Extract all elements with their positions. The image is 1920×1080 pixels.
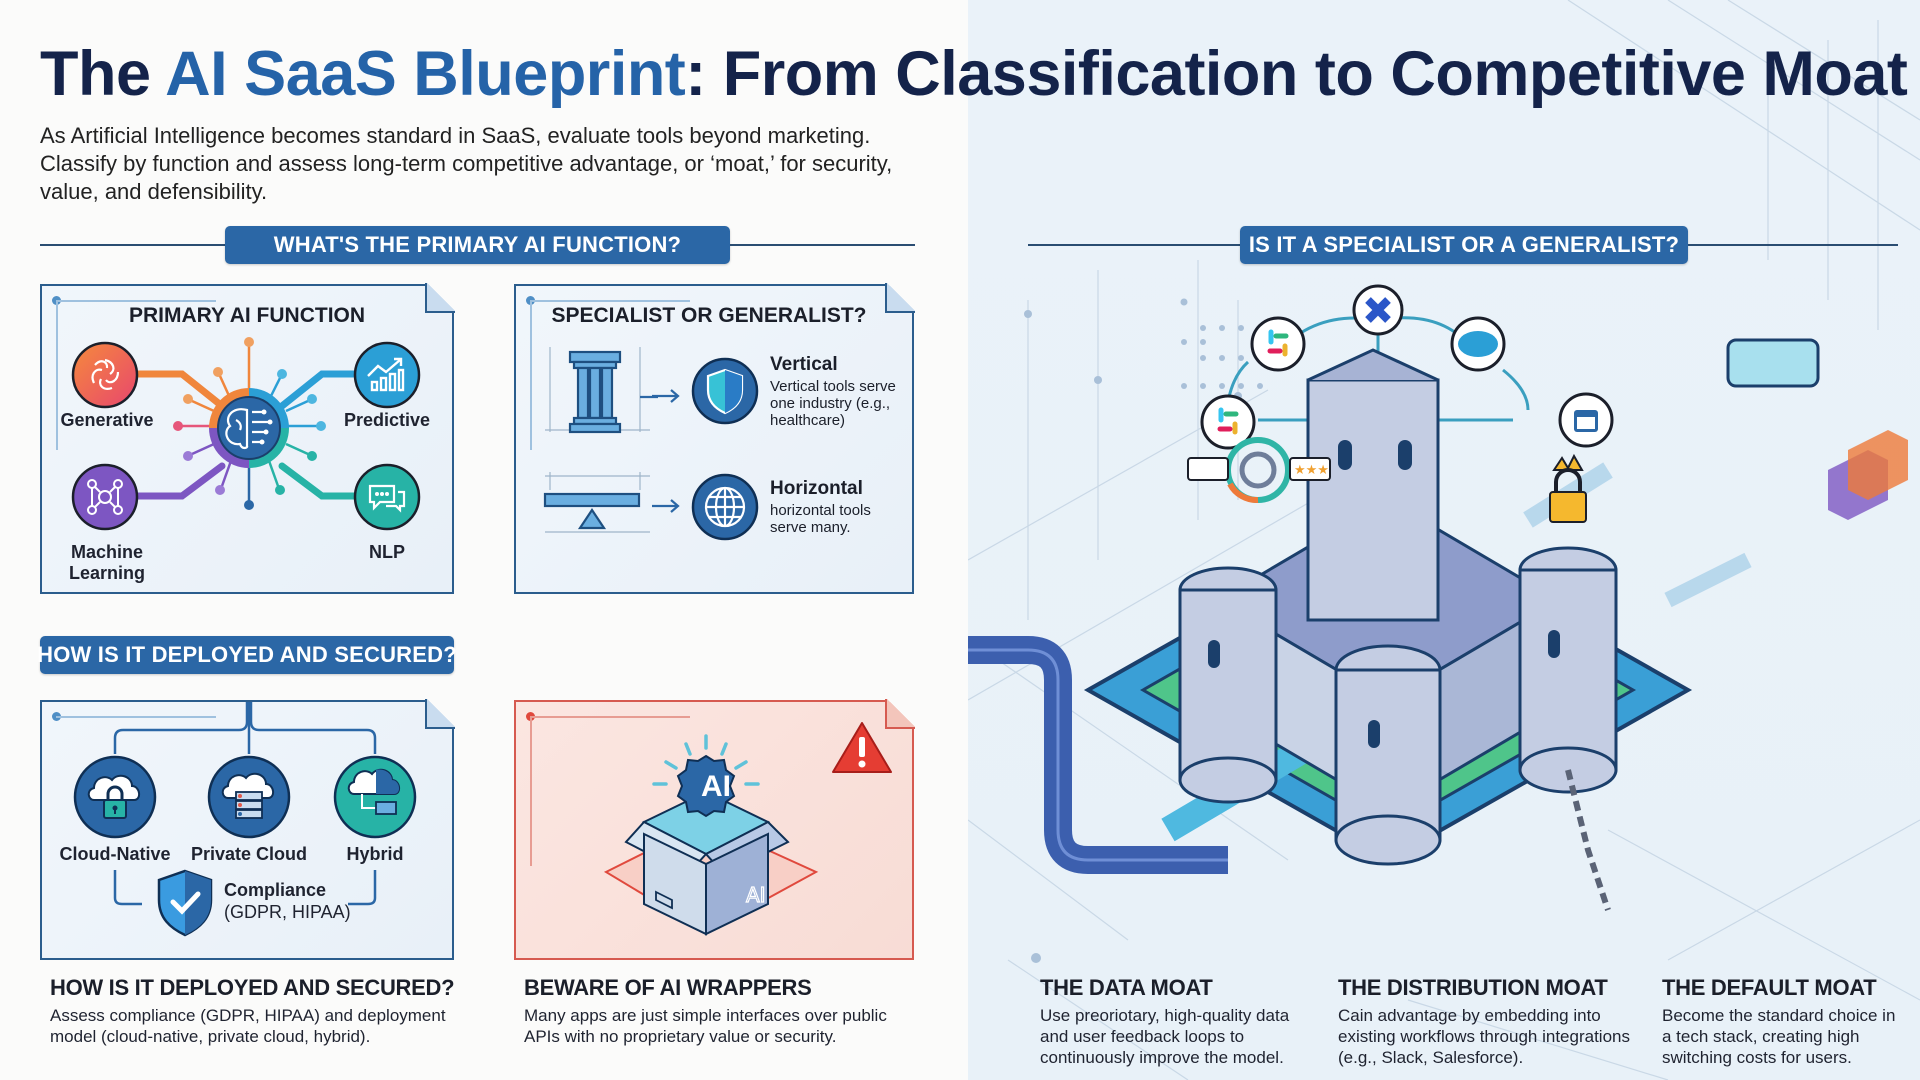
label-hybrid: Hybrid [346,844,404,864]
title-suffix: : From Classification to Competitive Moa… [685,39,1908,109]
card-title: PRIMARY AI FUNCTION [128,304,366,327]
arrow-right-icon [652,499,680,513]
trend-chart-icon [353,341,421,409]
bottom-heading-wrappers: BEWARE OF AI WRAPPERS [524,975,812,1000]
globe-icon [691,473,759,541]
shield-check-icon [157,869,213,937]
balance-icon [543,472,650,533]
corner-line [56,300,216,302]
vertical-title: Vertical [770,354,838,375]
page-fold [885,699,915,729]
corner-line [530,300,690,302]
ai-badge-label: AI [701,770,731,803]
function-connectors [128,337,374,510]
chat-bubble-icon [353,463,421,531]
slack-icon [1200,394,1256,450]
banner-specialist: IS IT A SPECIALIST OR A GENERALIST? [1240,226,1688,264]
node-label-generative: Generative [60,410,154,430]
card-title: SPECIALIST OR GENERALIST? [551,304,867,327]
divider-left [40,244,225,246]
label-cloud-native: Cloud-Native [59,844,171,864]
svg-text:AI: AI [746,883,766,907]
arrow-right-icon [652,389,680,403]
bottom-heading-data-moat: THE DATA MOAT [1040,975,1213,1000]
slack-icon [1352,284,1404,336]
open-box-icon: AI [603,734,819,936]
deployment-connectors [113,702,377,906]
feedback-loop-icon: ★★★ [1187,437,1331,504]
stacked-cube-icon [1828,430,1908,520]
ml-line-2: Learning [68,563,145,583]
corner-line [56,716,216,718]
horizontal-title: Horizontal [770,478,863,499]
node-label-nlp: NLP [369,542,405,562]
bottom-text-default-moat: Become the standard choice in a tech sta… [1662,1006,1896,1067]
bottom-heading-distribution-moat: THE DISTRIBUTION MOAT [1338,975,1608,1000]
divider-left-end [730,244,915,246]
title-accent: AI SaaS Blueprint [165,39,686,109]
warning-triangle-icon [832,722,892,773]
svg-text:★★★: ★★★ [1294,463,1329,478]
specialist-card: SPECIALIST OR GENERALIST? Vertical Verti… [514,283,915,594]
corner-line [530,716,532,866]
calendar-icon [1558,392,1614,448]
cloud-lock-icon [73,755,157,839]
cloud-hybrid-icon [333,755,417,839]
page-fold [885,283,915,313]
primary-function-card: PRIMARY AI FUNCTION [40,283,455,594]
blueprint-grid [968,0,1920,1080]
divider-right [1028,244,1240,246]
ml-line-1: Machine [70,542,144,562]
node-label-predictive: Predictive [343,410,431,430]
lock-crown-icon [1549,453,1587,523]
corner-line [530,716,690,718]
spiral-flower-icon [71,341,139,409]
pillar-icon [545,347,658,434]
ai-gear-badge [676,754,736,818]
bottom-heading-default-moat: THE DEFAULT MOAT [1662,975,1877,1000]
label-private-cloud: Private Cloud [190,844,308,864]
cloud-server-icon [207,755,291,839]
bottom-text-wrappers: Many apps are just simple interfaces ove… [524,1006,887,1046]
shield-icon [691,357,759,425]
network-node-icon [71,463,139,531]
bottom-text-deployment: Assess compliance (GDPR, HIPAA) and depl… [50,1006,446,1046]
divider-right-end [1688,244,1898,246]
banner-deployment: HOW IS IT DEPLOYED AND SECURED? [37,636,457,674]
bottom-text-data-moat: Use preoriotary, high-quality data and u… [1040,1006,1290,1067]
banner-primary-function: WHAT'S THE PRIMARY AI FUNCTION? [225,226,730,264]
bottom-text-distribution-moat: Cain advantage by embedding into existin… [1338,1006,1630,1067]
castle-moat-illustration: ★★★ [968,284,1908,911]
page-fold [425,283,455,313]
chain-icon [1565,769,1611,911]
page-subtitle: As Artificial Intelligence becomes stand… [40,123,893,204]
horizontal-desc: horizontal tools serve many. [770,502,871,536]
bottom-heading-deployment: HOW IS IT DEPLOYED AND SECURED? [50,975,455,1000]
vertical-desc: Vertical tools serve one industry (e.g.,… [770,378,896,429]
title-prefix: The [40,39,166,109]
brain-circuit-icon [209,388,289,468]
corner-line [56,300,58,450]
page-title: The AI SaaS Blueprint: From Classificati… [40,38,1908,110]
compliance-detail: (GDPR, HIPAA) [224,902,351,922]
salesforce-icon [1450,316,1506,372]
compliance-title: Compliance [224,880,327,900]
ai-wrapper-card: AI AI [514,699,915,960]
deployment-card: Cloud-Native Private Cloud Hybrid Compli… [40,699,455,960]
slack-icon [1250,316,1306,372]
page-fold [425,699,455,729]
corner-line [530,300,532,450]
